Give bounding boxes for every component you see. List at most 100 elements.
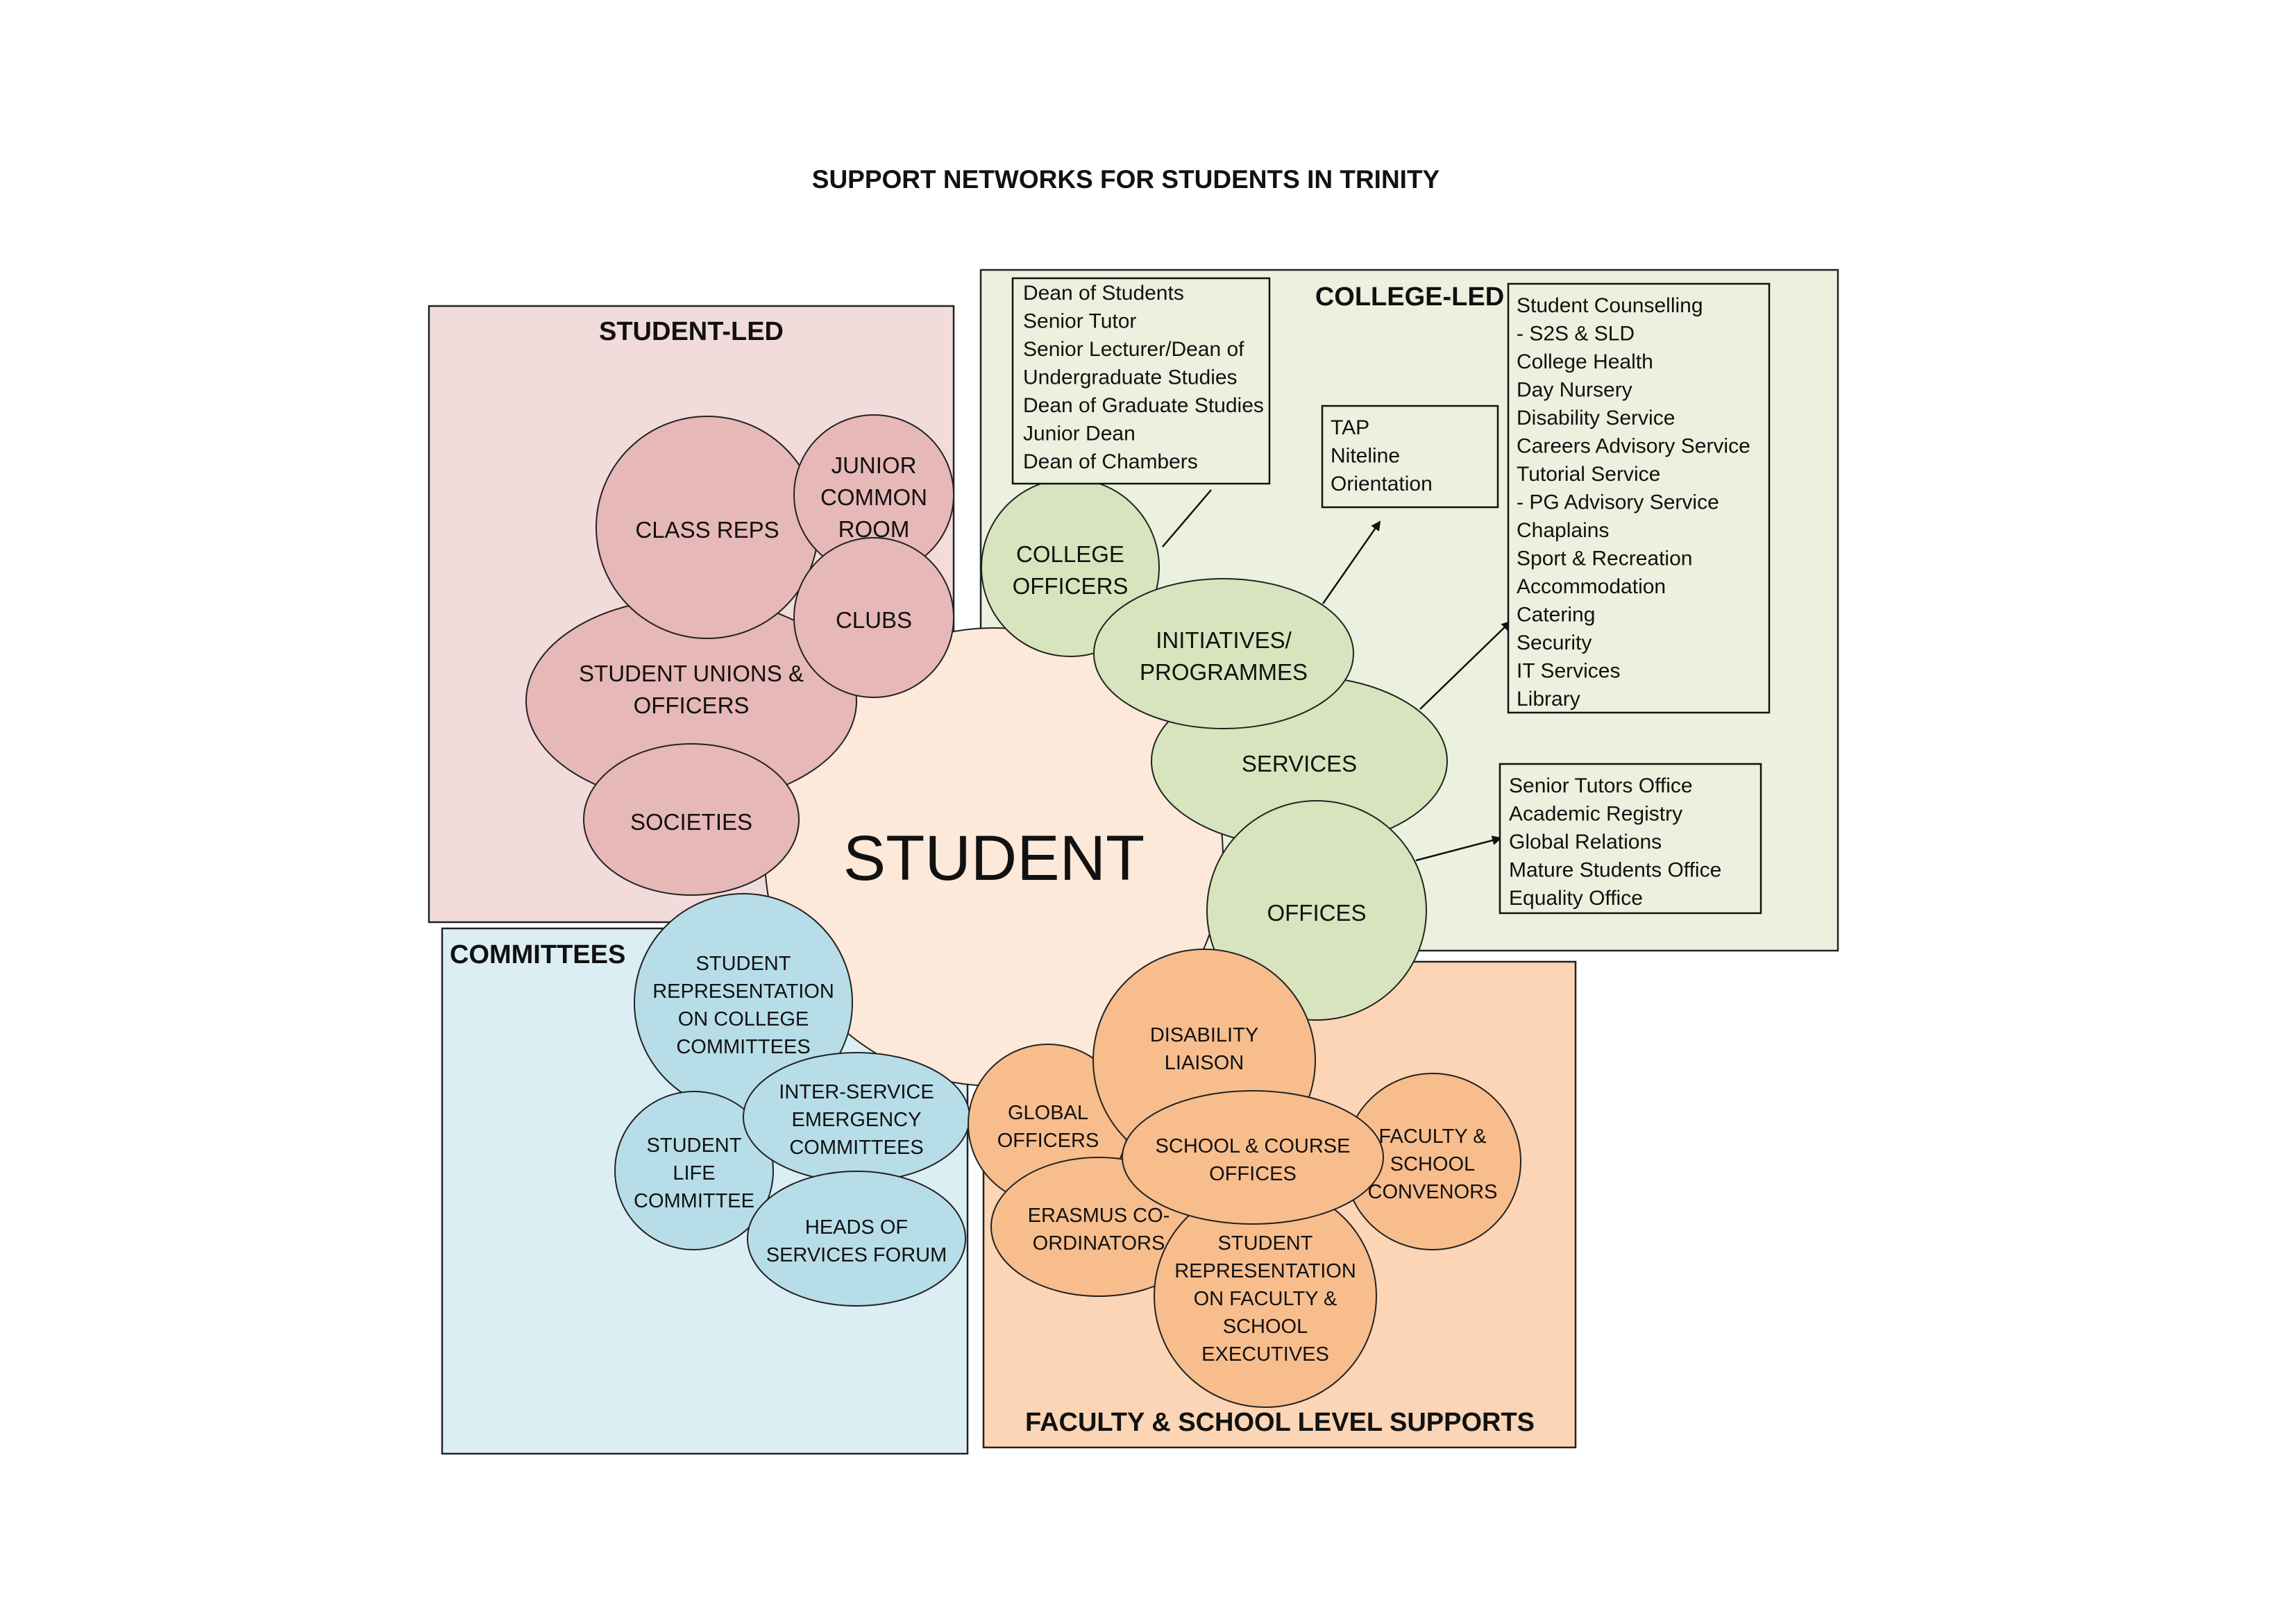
list-item: Dean of Graduate Studies [1023,394,1264,417]
node-label-line: OFFICES [1267,900,1366,926]
node-shape [1093,578,1354,729]
list-item: Mature Students Office [1509,859,1721,882]
node-label-line: PROGRAMMES [1140,659,1308,685]
node-heads-services: HEADS OF SERVICES FORUM [747,1171,966,1307]
list-item: Senior Tutor [1023,310,1136,333]
node-label-line: OFFICERS [997,1130,1099,1152]
initiatives-arrow [1322,520,1381,604]
node-label-line: STUDENT [696,953,791,975]
list-item: Junior Dean [1023,423,1136,445]
college-officers-connector [1162,489,1212,547]
list-item: - PG Advisory Service [1517,491,1719,514]
list-item: Sport & Recreation [1517,547,1692,570]
list-item: Academic Registry [1509,803,1682,826]
node-label-line: COLLEGE [1016,541,1124,567]
node-label-line: COMMON [820,484,927,510]
node-label-line: EMERGENCY [792,1109,922,1131]
nodes-layer: STUDENT UNIONS & OFFICERS CLASS REPS JUNIOR… [525,414,1521,1408]
node-label-line: COMMITTEE [634,1190,754,1212]
node-shape [1122,1090,1384,1225]
list-item: Senior Lecturer/Dean of [1023,338,1244,361]
offices-arrow [1415,835,1502,862]
node-label-line: SCHOOL [1390,1153,1475,1175]
node-label-line: STUDENT UNIONS & [579,661,804,686]
node-label-line: EXECUTIVES [1201,1343,1329,1366]
node-shape [747,1171,966,1307]
list-item: Accommodation [1517,575,1666,598]
node-label-line: OFFICES [1209,1163,1297,1185]
node-label-line: OFFICERS [634,692,750,718]
services-arrow [1419,620,1512,710]
node-label-line: FACULTY & [1378,1125,1486,1148]
list-item: Senior Tutors Office [1509,774,1693,797]
node-student-life: STUDENT LIFE COMMITTEE [614,1091,774,1250]
node-school-course: SCHOOL & COURSE OFFICES [1122,1090,1384,1225]
node-label-line: STUDENT [647,1135,742,1157]
list-box-frame [1321,405,1499,509]
node-shape [614,1091,774,1250]
list-item: Security [1517,631,1592,654]
node-label-line: ON COLLEGE [678,1008,809,1030]
list-item: Global Relations [1509,831,1662,853]
node-label-line: COMMITTEES [676,1036,810,1058]
node-label-line: ORDINATORS [1033,1232,1165,1255]
student-center-label: STUDENT [843,823,1145,894]
node-label-line: CLASS REPS [635,517,779,543]
node-shape [793,537,954,698]
node-class-reps: CLASS REPS [596,416,819,639]
list-item: Undergraduate Studies [1023,366,1238,389]
node-label-line: JUNIOR [832,452,917,478]
list-item: TAP [1331,416,1369,439]
list-box-frame [1011,277,1271,485]
node-label-line: LIFE [673,1162,715,1184]
list-item: Chaplains [1517,519,1609,542]
list-item: Dean of Students [1023,282,1184,305]
list-item: Dean of Chambers [1023,450,1198,473]
node-student-rep-faculty: STUDENT REPRESENTATION ON FACULTY & SCHOOL E… [1154,1184,1377,1408]
faculty-title: FACULTY & SCHOOL LEVEL SUPPORTS [1025,1408,1535,1437]
node-inter-service: INTER-SERVICE EMERGENCY COMMITTEES [743,1052,970,1182]
list-item: Disability Service [1517,407,1675,430]
node-label-line: HEADS OF [805,1216,908,1239]
list-item: Library [1517,688,1580,711]
node-label-line: SCHOOL [1223,1316,1308,1338]
list-item: - S2S & SLD [1517,323,1635,346]
node-societies: SOCIETIES [583,743,800,896]
list-item: Careers Advisory Service [1517,435,1750,458]
list-item: Equality Office [1509,887,1643,910]
node-label-line: DISABILITY [1150,1024,1258,1046]
node-label-line: SCHOOL & COURSE [1156,1135,1351,1157]
node-label-line: SERVICES FORUM [766,1244,947,1266]
node-label-line: ON FACULTY & [1194,1288,1337,1310]
node-initiatives: INITIATIVES/PROGRAMMES [1093,578,1354,729]
node-label-line: INTER-SERVICE [779,1081,934,1103]
list-box-frame [1507,282,1771,714]
node-label-line: STUDENT [1218,1232,1313,1255]
node-clubs: CLUBS [793,537,954,698]
list-item: Niteline [1331,445,1400,468]
page-title: SUPPORT NETWORKS FOR STUDENTS IN TRINITY [812,165,1440,194]
node-label-line: LIAISON [1165,1052,1244,1074]
node-label-line: SERVICES [1242,751,1357,776]
college-led-title: COLLEGE-LED [1315,282,1504,312]
node-label-line: COMMITTEES [789,1137,923,1159]
list-box-frame [1499,763,1762,915]
node-label-line: ERASMUS CO- [1028,1205,1170,1227]
node-label-line: SOCIETIES [630,809,752,835]
list-item: Student Counselling [1517,294,1703,317]
node-label-line: REPRESENTATION [1174,1260,1356,1282]
list-item: Orientation [1331,473,1433,495]
list-item: Catering [1517,604,1595,627]
list-item: Day Nursery [1517,379,1632,402]
list-item: College Health [1517,350,1653,373]
list-item: IT Services [1517,660,1621,683]
node-label-line: GLOBAL [1008,1102,1088,1124]
node-label-line: OFFICERS [1013,573,1129,599]
committees-title: COMMITTEES [450,940,625,969]
